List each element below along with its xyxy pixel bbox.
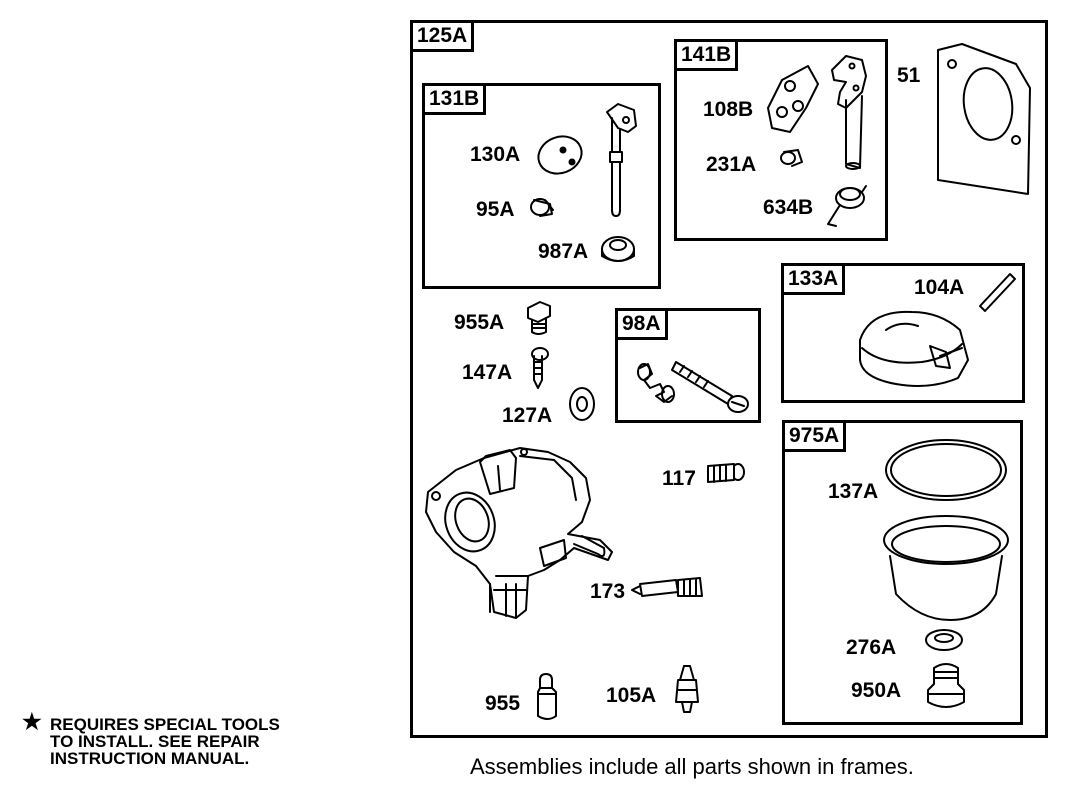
callout-127a: 127A xyxy=(502,404,553,427)
assembly-tag-133a: 133A xyxy=(781,263,846,295)
callout-231a: 231A xyxy=(706,153,757,176)
note-line: REQUIRES SPECIAL TOOLS xyxy=(50,715,280,734)
callout-95a: 95A xyxy=(476,198,515,221)
callout-950a: 950A xyxy=(851,679,902,702)
callout-955: 955 xyxy=(485,692,521,715)
assembly-tag-125a: 125A xyxy=(410,20,475,52)
callout-634b: 634B xyxy=(763,196,814,219)
callout-137a: 137A xyxy=(828,480,879,503)
special-tools-note: ★ REQUIRES SPECIAL TOOLS TO INSTALL. SEE… xyxy=(22,709,280,768)
assembly-tag-131b: 131B xyxy=(422,83,487,115)
callout-104a: 104A xyxy=(914,276,965,299)
callout-987a: 987A xyxy=(538,240,589,263)
star-icon: ★ xyxy=(22,709,42,734)
assembly-frame-125a xyxy=(410,20,1048,738)
callout-117: 117 xyxy=(662,467,696,490)
assembly-frame-141b xyxy=(674,39,888,241)
assembly-tag-98a: 98A xyxy=(615,308,668,340)
callout-105a: 105A xyxy=(606,684,657,707)
callout-955a: 955A xyxy=(454,311,505,334)
note-line: TO INSTALL. SEE REPAIR xyxy=(50,732,260,751)
note-line: INSTRUCTION MANUAL. xyxy=(50,749,250,768)
assembly-frame-975a xyxy=(782,420,1023,725)
callout-276a: 276A xyxy=(846,636,897,659)
assembly-tag-975a: 975A xyxy=(782,420,847,452)
callout-130a: 130A xyxy=(470,143,521,166)
callout-173: 173 xyxy=(590,580,626,603)
assembly-frame-131b xyxy=(422,83,661,289)
callout-51: 51 xyxy=(897,64,921,87)
callout-108b: 108B xyxy=(703,98,754,121)
assemblies-caption: Assemblies include all parts shown in fr… xyxy=(470,754,914,779)
callout-147a: 147A xyxy=(462,361,513,384)
assembly-tag-141b: 141B xyxy=(674,39,739,71)
assembly-frame-133a xyxy=(781,263,1025,403)
assembly-frame-98a xyxy=(615,308,761,423)
